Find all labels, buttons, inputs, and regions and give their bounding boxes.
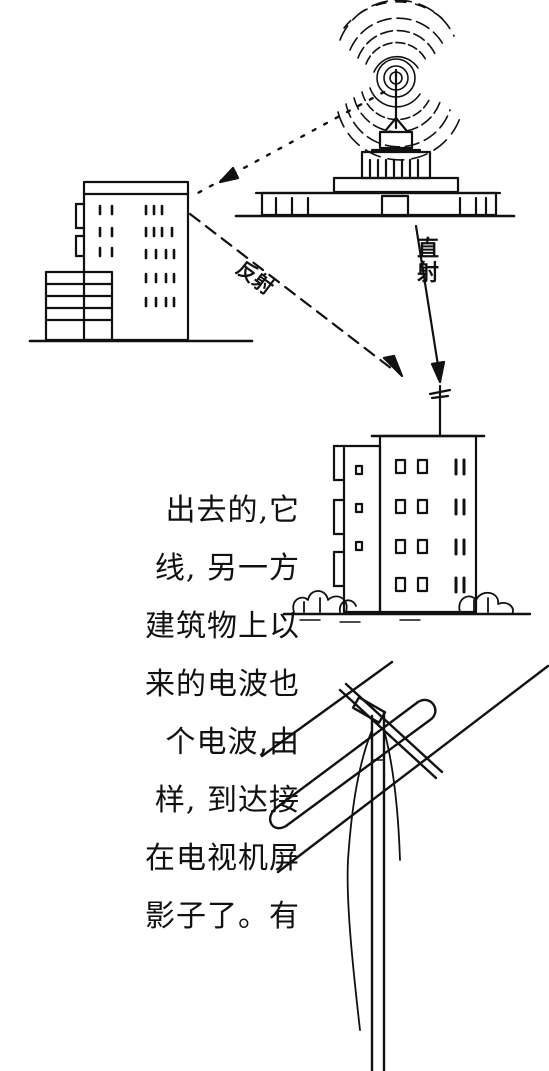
incoming-wave-line: [194, 90, 386, 196]
incoming-wave-arrow: [218, 166, 240, 184]
reflected-wave-line: [188, 212, 398, 374]
direct-wave-arrow: [430, 360, 446, 384]
wave-paths: [188, 90, 446, 384]
body-text-line: 在电视机屏: [145, 841, 300, 876]
reflector-element: [260, 660, 394, 758]
body-text-line: 个电波,由: [165, 725, 300, 760]
direct-wave-line: [414, 224, 442, 380]
radio-waves: [337, 0, 461, 161]
yagi-antenna: [260, 660, 549, 1071]
body-text-line: 出去的,它: [165, 493, 300, 528]
body-text-line: 样, 到达接: [154, 783, 300, 818]
tv-station: [234, 0, 516, 218]
shrubs: [292, 590, 514, 615]
reflecting-building: [28, 180, 254, 343]
director-element: [276, 664, 549, 874]
receiving-building: [282, 384, 532, 623]
direct-label: 直射: [416, 237, 439, 286]
body-text-line: 线, 另一方: [154, 551, 300, 586]
body-text-line: 建筑物上以: [145, 609, 300, 644]
body-text-line: 来的电波也: [145, 667, 300, 702]
reflected-wave-arrow: [382, 354, 404, 378]
folded-dipole: [269, 698, 437, 830]
body-text-line: 影子了。有: [145, 899, 300, 934]
